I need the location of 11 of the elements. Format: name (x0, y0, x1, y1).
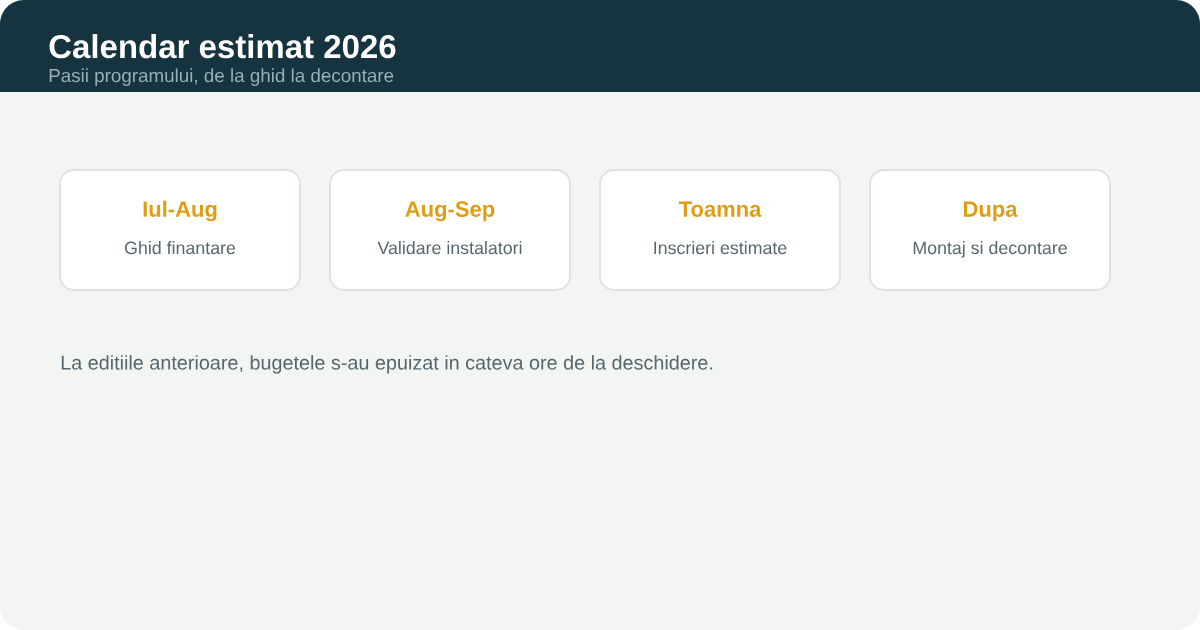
step-text: Ghid finantare (125, 241, 236, 255)
period-heading: Iul-Aug (143, 200, 217, 222)
period-heading: Aug-Sep (405, 201, 495, 222)
period-heading: Toamna (678, 201, 762, 217)
subtitle: Pasii programului, de la ghid la decontare (49, 68, 394, 86)
note-text: La editiile anterioare, bugetele s-au epuizat in cateva ore de la deschidere. (61, 355, 713, 374)
title: Calendar estimat 2026 (49, 34, 396, 59)
step-text: Validare instalatori (377, 241, 522, 255)
step-text: Montaj si decontare (913, 241, 1067, 258)
step-text: Inscrieri estimate (654, 241, 787, 255)
period-heading: Dupa (963, 201, 1018, 222)
